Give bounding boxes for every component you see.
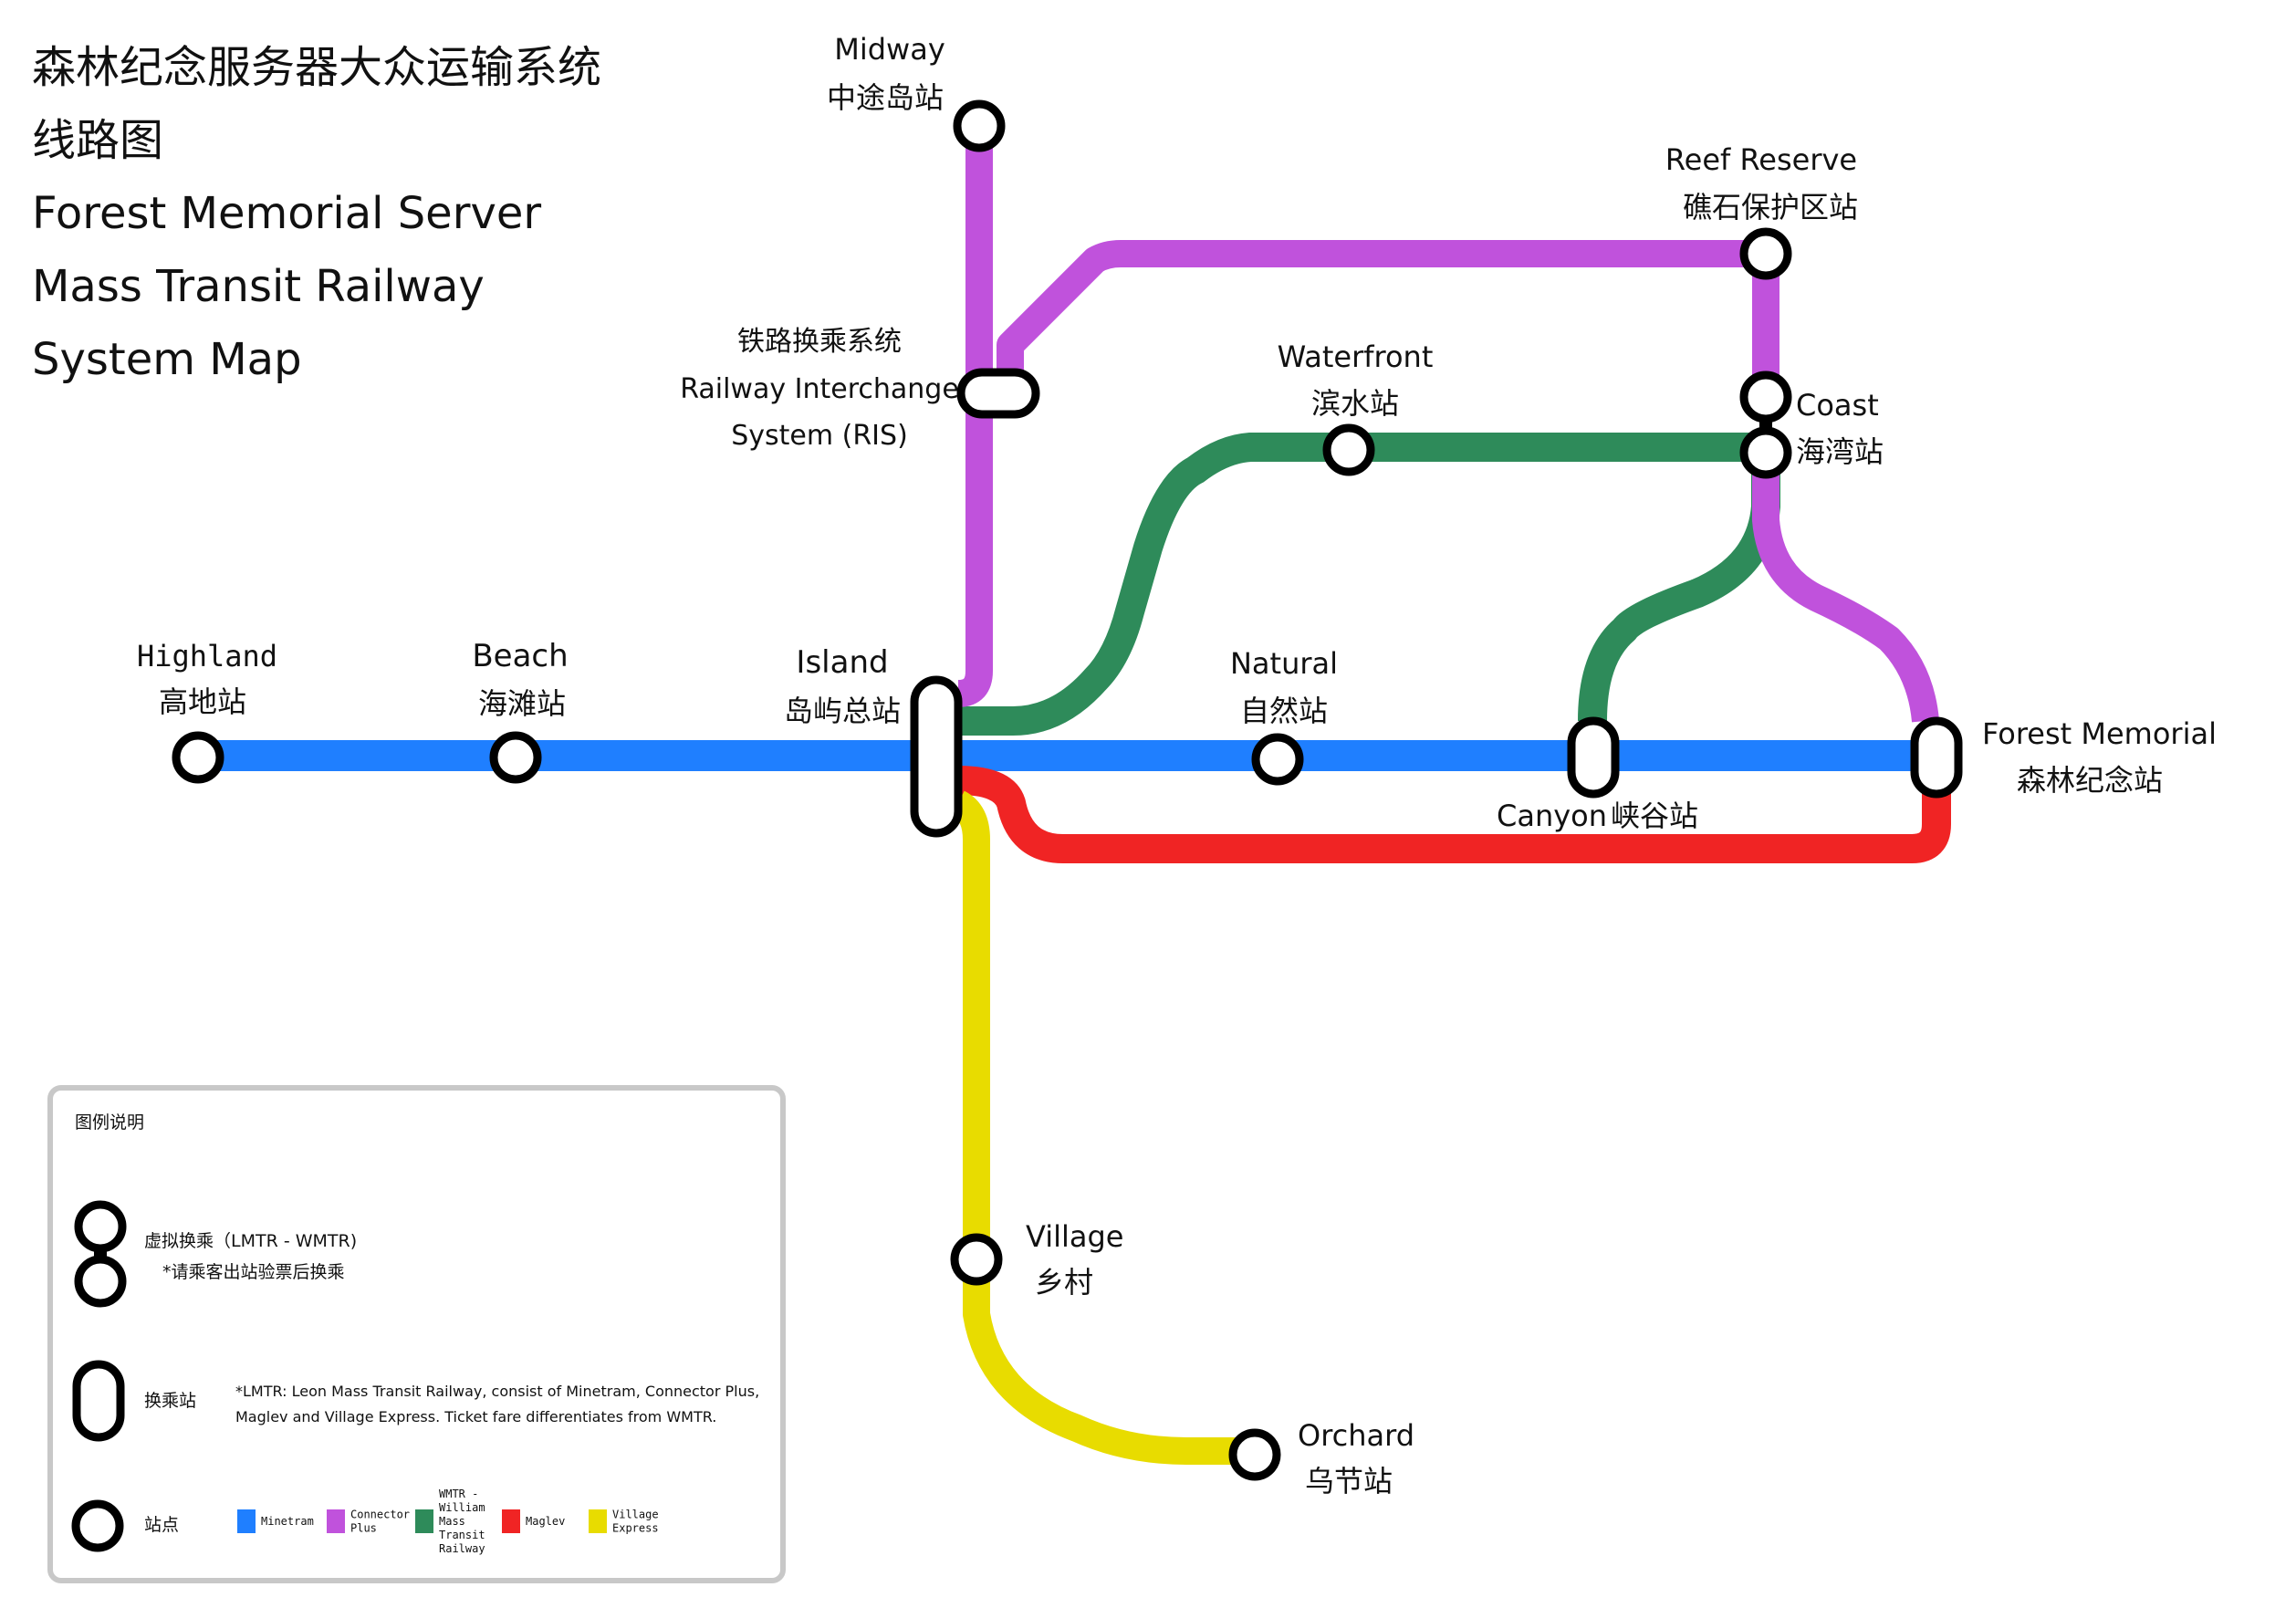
station-village[interactable] (950, 1233, 1003, 1286)
legend-virtual-transfer-icon-upper (74, 1200, 127, 1253)
legend-swatch-label-4-1: Express (612, 1522, 659, 1535)
line-connector-plus-branch (997, 240, 1779, 402)
station-reef-reserve[interactable] (1739, 227, 1792, 280)
legend-box (47, 1085, 786, 1583)
line-wmtr (960, 433, 1780, 736)
legend-lmtr-note1: *LMTR: Leon Mass Transit Railway, consis… (235, 1383, 759, 1400)
legend-swatch-1 (327, 1509, 345, 1533)
legend: 图例说明 虚拟换乘（LMTR - WMTR) *请乘客出站验票后换乘 换乘站 *… (47, 1085, 786, 1583)
label-forest-memorial-zh: 森林纪念站 (2017, 763, 2163, 798)
legend-station-icon (71, 1499, 124, 1552)
label-natural-zh: 自然站 (1240, 694, 1328, 728)
legend-station-text: 站点 (144, 1515, 179, 1535)
legend-swatch-label-4-0: Village (612, 1509, 659, 1521)
legend-swatch-label-1-0: Connector (350, 1509, 410, 1521)
label-midway-en: Midway (834, 32, 945, 67)
label-island-en: Island (796, 644, 888, 681)
label-natural-en: Natural (1230, 646, 1338, 681)
label-orchard-zh: 乌节站 (1305, 1464, 1393, 1498)
legend-swatch-3 (502, 1509, 520, 1533)
label-canyon-en: Canyon (1497, 799, 1607, 833)
label-highland-zh: 高地站 (159, 684, 246, 719)
label-village-en: Village (1026, 1219, 1123, 1254)
line-village-express (951, 790, 1252, 1465)
label-orchard-en: Orchard (1298, 1418, 1414, 1453)
legend-swatch-label-3-0: Maglev (526, 1515, 565, 1528)
legend-swatch-label-2-3: Transit (439, 1529, 485, 1541)
legend-virtual-transfer-text: 虚拟换乘（LMTR - WMTR) (144, 1231, 357, 1251)
legend-swatch-label-2-4: Railway (439, 1542, 485, 1555)
label-coast-en: Coast (1796, 388, 1879, 423)
label-canyon-zh: 峡谷站 (1611, 799, 1698, 833)
line-connector-plus-coast (1752, 452, 1939, 723)
label-ris-zh: 铁路换乘系统 (737, 326, 902, 358)
label-reef-en: Reef Reserve (1665, 142, 1857, 177)
legend-swatch-label-2-0: WMTR - (439, 1488, 478, 1500)
legend-swatch-label-1-1: Plus (350, 1522, 377, 1535)
station-ris[interactable] (956, 368, 1040, 419)
legend-virtual-transfer-icon-lower (74, 1255, 127, 1308)
station-island[interactable] (910, 675, 963, 838)
station-canyon[interactable] (1567, 716, 1620, 799)
station-natural[interactable] (1251, 733, 1304, 786)
legend-lmtr-note2: Maglev and Village Express. Ticket fare … (235, 1408, 716, 1425)
legend-title: 图例说明 (75, 1112, 144, 1133)
label-village-zh: 乡村 (1035, 1265, 1093, 1300)
legend-swatch-0 (237, 1509, 256, 1533)
line-maglev (957, 766, 1951, 863)
title-en-line2: Mass Transit Railway (32, 261, 485, 312)
station-waterfront[interactable] (1322, 423, 1375, 476)
title-en-line1: Forest Memorial Server (32, 188, 541, 239)
legend-swatch-4 (589, 1509, 607, 1533)
legend-virtual-note: *请乘客出站验票后换乘 (162, 1262, 345, 1282)
station-coast-upper[interactable] (1739, 371, 1792, 423)
label-waterfront-zh: 滨水站 (1311, 386, 1399, 421)
station-coast-lower[interactable] (1739, 426, 1792, 479)
label-midway-zh: 中途岛站 (827, 80, 944, 115)
label-beach-en: Beach (472, 638, 568, 674)
title-en-line3: System Map (32, 334, 302, 385)
label-reef-zh: 礁石保护区站 (1683, 190, 1858, 224)
legend-interchange-icon (72, 1360, 125, 1442)
station-highland[interactable] (172, 731, 224, 784)
legend-swatch-label-0-0: Minetram (261, 1515, 314, 1528)
station-midway[interactable] (953, 99, 1006, 152)
title-zh-line2: 线路图 (32, 115, 163, 166)
label-ris-en1: Railway Interchange (680, 373, 959, 405)
label-beach-zh: 海滩站 (478, 686, 566, 721)
legend-swatch-2 (415, 1509, 433, 1533)
line-connector-plus (956, 128, 993, 707)
label-highland-en: Highland (137, 639, 277, 673)
label-island-zh: 岛屿总站 (784, 694, 901, 728)
map-title: 森林纪念服务器大众运输系统 线路图 Forest Memorial Server… (32, 42, 601, 385)
station-beach[interactable] (489, 731, 542, 784)
label-forest-memorial-en: Forest Memorial (1982, 716, 2217, 751)
title-zh-line1: 森林纪念服务器大众运输系统 (32, 42, 601, 93)
station-orchard[interactable] (1228, 1428, 1281, 1481)
label-waterfront-en: Waterfront (1278, 339, 1434, 374)
legend-swatch-label-2-2: Mass (439, 1515, 465, 1528)
legend-swatch-label-2-1: William (439, 1501, 485, 1514)
label-ris-en2: System (RIS) (731, 420, 908, 452)
label-coast-zh: 海湾站 (1796, 434, 1884, 469)
legend-interchange-text: 换乘站 (144, 1391, 196, 1411)
station-forest-memorial[interactable] (1910, 716, 1963, 799)
